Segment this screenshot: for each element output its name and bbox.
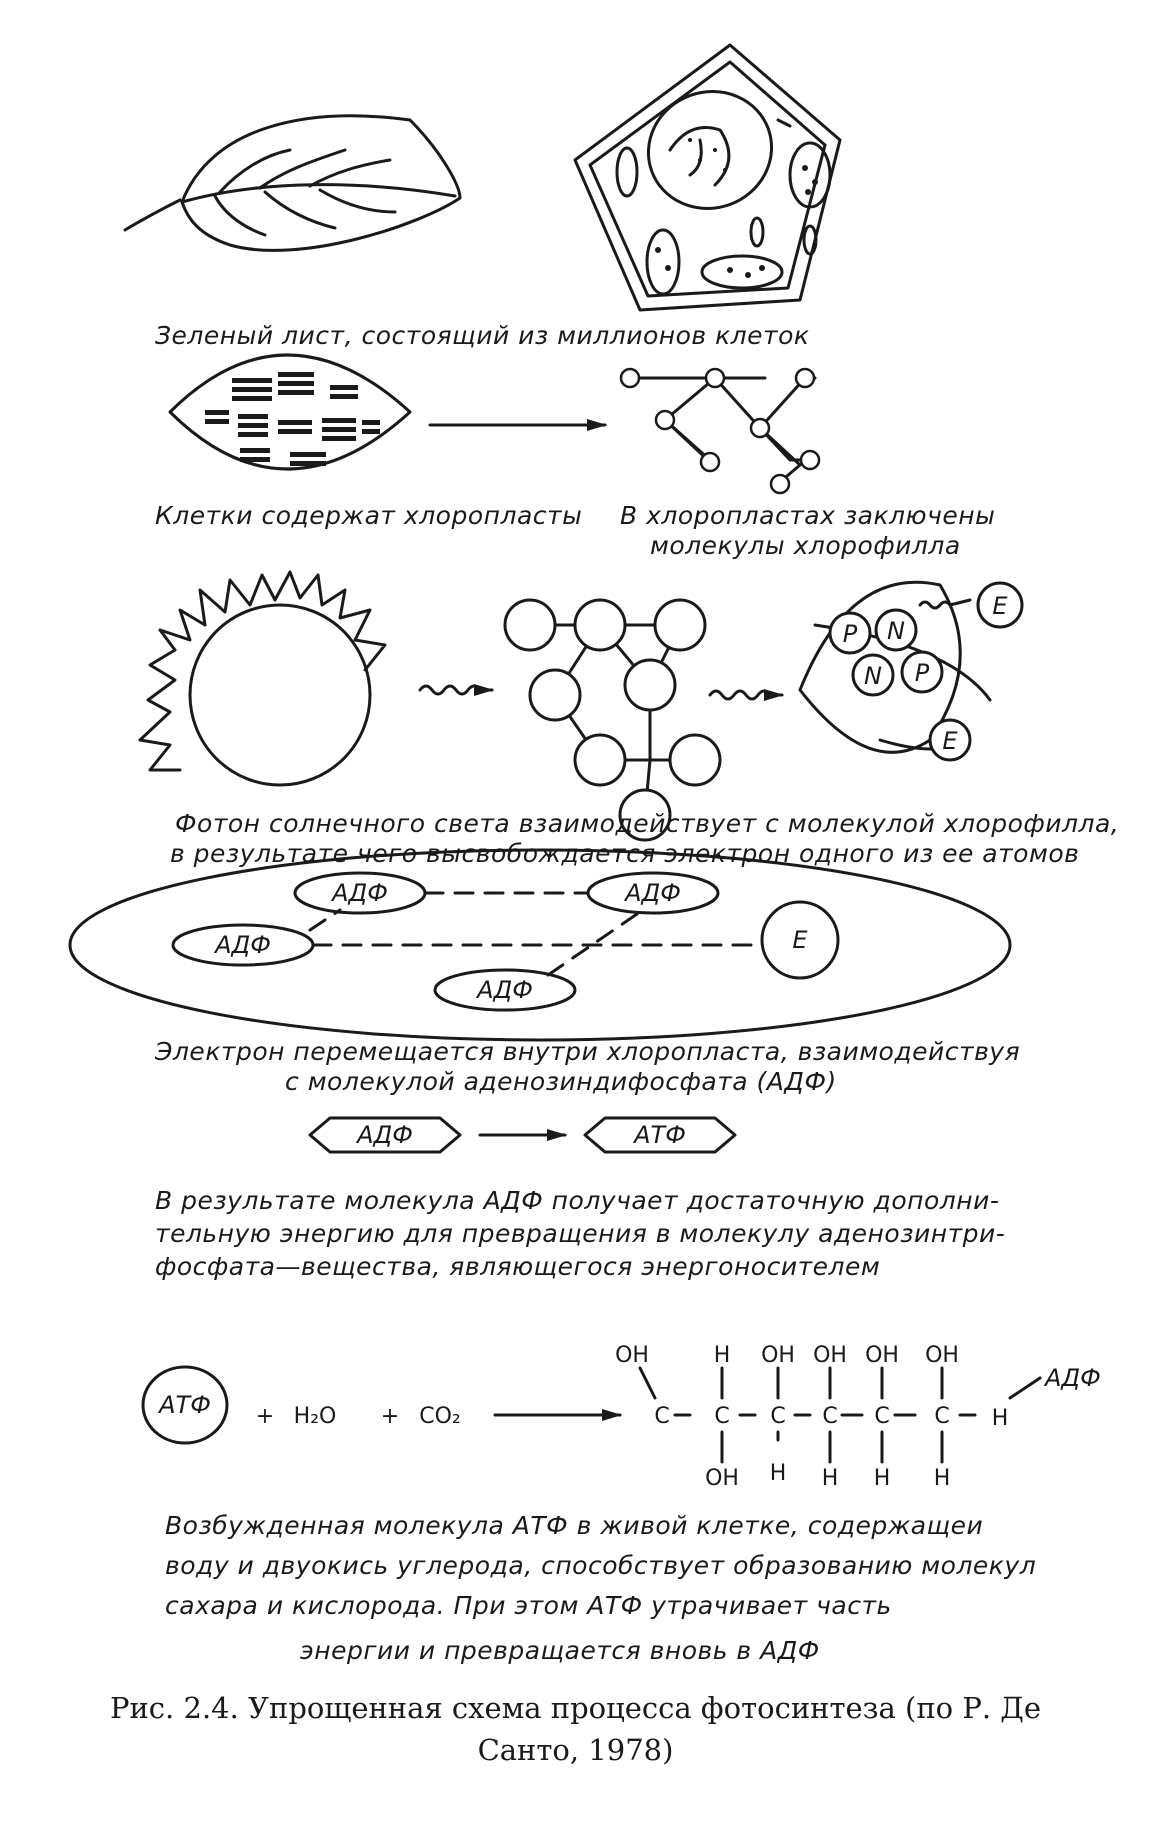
electron-label-top: E [992, 592, 1008, 620]
top-oh-6: OH [925, 1343, 959, 1368]
caption-atp-line1: В результате молекула АДФ получает доста… [155, 1186, 1000, 1215]
top-oh-3: OH [761, 1343, 795, 1368]
bottom-h-3: H [770, 1461, 787, 1486]
large-molecule-illustration [503, 598, 722, 842]
atom-p-label-2: P [915, 659, 930, 687]
caption-reaction-line3: сахара и кислорода. При этом АТФ утрачив… [165, 1591, 892, 1620]
top-h-2: H [714, 1343, 731, 1368]
bottom-h-5: H [874, 1466, 891, 1491]
caption-reaction-line4: энергии и превращается вновь в АДФ [300, 1636, 820, 1665]
bottom-h-4: H [822, 1466, 839, 1491]
adp-label-1: АДФ [330, 879, 388, 907]
caption-reaction-line2: воду и двуокись углерода, способствует о… [165, 1551, 1037, 1580]
adp-label-5: АДФ [355, 1121, 413, 1149]
caption-photon-line2: в результате чего высвобождается электро… [170, 839, 1080, 868]
caption-reaction-line1: Возбужденная молекула АТФ в живой клетке… [165, 1511, 984, 1540]
caption-chlorophyll-line2: молекулы хлорофилла [650, 531, 961, 560]
caption-chloroplasts: Клетки содержат хлоропласты [155, 501, 583, 530]
top-oh-4: OH [813, 1343, 847, 1368]
reaction-illustration [141, 1365, 1042, 1464]
atp-label-1: АТФ [632, 1121, 686, 1149]
atom-n-label-2: N [864, 662, 882, 690]
co2-formula: CO₂ [419, 1404, 461, 1429]
figure-caption-line1: Рис. 2.4. Упрощенная схема процесса фото… [109, 1691, 1042, 1725]
chloroplast-illustration [168, 353, 412, 471]
atom-illustration [798, 580, 1024, 762]
wave-photon-1 [418, 684, 494, 696]
caption-photon-line1: Фотон солнечного света взаимодействует с… [175, 809, 1120, 838]
electron-label-chloroplast: E [792, 926, 808, 954]
leaf-illustration [123, 114, 462, 252]
top-oh-5: OH [865, 1343, 899, 1368]
caption-leaf-cells: Зеленый лист, состоящий из миллионов кле… [155, 321, 810, 350]
top-oh-1: OH [615, 1343, 649, 1368]
caption-chlorophyll-line1: В хлоропластах заключены [620, 501, 996, 530]
plant-cell-illustration [573, 43, 842, 312]
plus-sign-2: + [381, 1404, 399, 1429]
atp-label-2: АТФ [157, 1391, 211, 1419]
carbon-3: C [770, 1404, 785, 1429]
plus-sign-1: + [256, 1404, 274, 1429]
caption-atp-line2: тельную энергию для превращения в молеку… [155, 1219, 1006, 1248]
hydrogen-end: H [992, 1406, 1009, 1431]
figure-caption-line2: Санто, 1978) [477, 1733, 674, 1767]
atom-p-label-1: P [843, 620, 858, 648]
bottom-h-6: H [934, 1466, 951, 1491]
carbon-5: C [874, 1404, 889, 1429]
adp-to-atp-illustration [308, 1116, 737, 1154]
adp-label-4: АДФ [475, 976, 533, 1004]
atom-n-label-1: N [887, 617, 905, 645]
adp-label-6: АДФ [1043, 1364, 1101, 1392]
adp-label-3: АДФ [213, 931, 271, 959]
chloroplast-adp-illustration [68, 848, 1012, 1042]
wave-photon-2 [708, 689, 784, 701]
adp-label-2: АДФ [623, 879, 681, 907]
carbon-4: C [822, 1404, 837, 1429]
carbon-1: C [654, 1404, 669, 1429]
carbon-2: C [714, 1404, 729, 1429]
carbon-6: C [934, 1404, 949, 1429]
bottom-oh-2: OH [705, 1466, 739, 1491]
h2o-formula: H₂O [294, 1404, 337, 1429]
caption-electron-line1: Электрон перемещается внутри хлоропласта… [155, 1037, 1021, 1066]
caption-electron-line2: с молекулой аденозиндифосфата (АДФ) [285, 1067, 837, 1096]
sun-illustration [138, 570, 387, 787]
electron-label-bottom: E [942, 727, 958, 755]
chlorophyll-molecule-illustration [619, 367, 821, 495]
caption-atp-line3: фосфата—вещества, являющегося энергоноси… [155, 1252, 881, 1281]
